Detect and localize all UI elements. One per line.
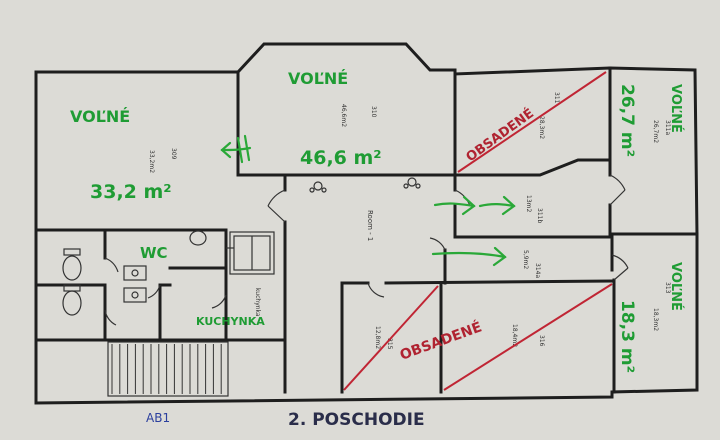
label-kuchynka: KUCHYNKA — [196, 315, 265, 328]
label-area-right-bottom: 18,3 m² — [617, 300, 637, 373]
svg-text:311b: 311b — [536, 208, 543, 223]
svg-text:18,4m2: 18,4m2 — [511, 324, 518, 347]
label-area-right-top: 26,7 m² — [617, 84, 637, 157]
svg-text:315: 315 — [386, 338, 393, 350]
label-volne-left: VOĽNÉ — [70, 107, 130, 126]
occupied-markings — [343, 71, 613, 391]
label-wc: WC — [140, 244, 168, 262]
label-volne-top: VOĽNÉ — [288, 69, 348, 88]
svg-text:26,7m2: 26,7m2 — [652, 120, 659, 143]
svg-text:5,9m2: 5,9m2 — [522, 250, 529, 269]
svg-text:316: 316 — [538, 335, 545, 347]
stair-outline — [107, 341, 229, 397]
svg-text:18,3m2: 18,3m2 — [652, 308, 659, 331]
svg-text:314a: 314a — [534, 263, 541, 278]
svg-text:12,8m2: 12,8m2 — [374, 326, 381, 349]
svg-text:309: 309 — [170, 148, 177, 160]
svg-text:313: 313 — [664, 282, 671, 294]
svg-text:13m2: 13m2 — [525, 195, 532, 212]
label-area-left: 33,2 m² — [90, 181, 172, 203]
svg-text:310: 310 — [370, 106, 377, 118]
label-volne-right-top: VOĽNÉ — [668, 84, 684, 133]
svg-text:311: 311 — [553, 92, 560, 104]
interior-walls — [34, 66, 699, 394]
printed-room-labels: 33,2m2 309 46,6m2 310 28,3m2 311 26,7m2 … — [148, 92, 671, 350]
staircase — [107, 341, 229, 397]
label-obsadene-top-right: OBSADENÉ — [463, 105, 537, 165]
svg-text:33,2m2: 33,2m2 — [148, 150, 155, 173]
label-obsadene-bottom: OBSADENÉ — [398, 318, 485, 363]
svg-text:kuchynka: kuchynka — [254, 288, 261, 317]
svg-text:311a: 311a — [664, 120, 671, 135]
label-area-top: 46,6 m² — [300, 147, 382, 169]
sanitary-fixtures — [62, 230, 275, 316]
label-room-1: Room - 1 — [366, 210, 374, 241]
label-volne-right-bottom: VOĽNÉ — [668, 262, 684, 311]
svg-text:28,3m2: 28,3m2 — [538, 116, 545, 139]
label-building-code: AB1 — [146, 411, 170, 425]
ceiling-lights — [309, 177, 421, 193]
svg-text:46,6m2: 46,6m2 — [340, 104, 347, 127]
label-floor-title: 2. POSCHODIE — [288, 410, 425, 430]
arrow-markings — [220, 134, 516, 267]
